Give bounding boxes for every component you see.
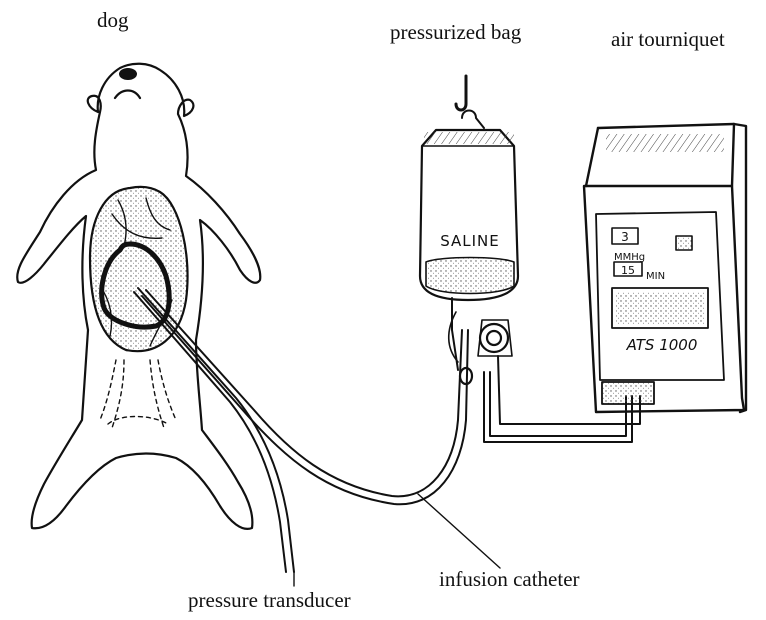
- label-dog: dog: [97, 10, 129, 31]
- infusion-catheter-line: [146, 290, 462, 496]
- pressurized-bag: SALINE: [420, 76, 518, 384]
- hook: [456, 76, 466, 110]
- device-port: [602, 382, 654, 404]
- catheters: [134, 288, 500, 586]
- device-model: ATS 1000: [626, 336, 698, 354]
- dog-mouth: [115, 91, 140, 99]
- device-button: [676, 236, 692, 250]
- time-value: 15: [621, 264, 635, 277]
- label-infusion-catheter: infusion catheter: [439, 569, 580, 590]
- dog-nose: [119, 68, 137, 80]
- air-tourniquet-device: 3 MMHg 15 MIN ATS 1000: [584, 124, 746, 412]
- label-pressurized-bag: pressurized bag: [390, 22, 521, 43]
- label-air-tourniquet: air tourniquet: [611, 29, 725, 50]
- pressure-value: 3: [621, 230, 629, 244]
- time-unit: MIN: [646, 271, 665, 282]
- bag-label: SALINE: [440, 232, 500, 250]
- label-pressure-transducer: pressure transducer: [188, 590, 351, 611]
